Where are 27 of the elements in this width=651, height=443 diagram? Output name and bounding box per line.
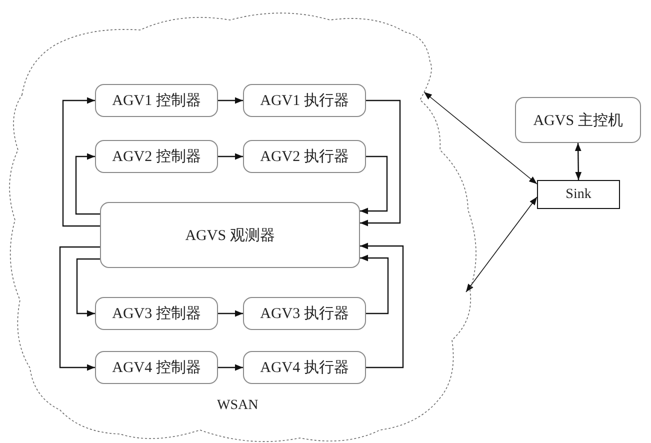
process-box: AGV4 执行器: [243, 351, 366, 384]
arrow: [62, 97, 100, 227]
arrow: [360, 242, 404, 368]
process-box: AGV1 控制器: [95, 84, 218, 117]
arrow: [75, 153, 100, 215]
process-box: AGV4 控制器: [95, 351, 218, 384]
arrow: [218, 364, 243, 371]
process-box: AGV2 控制器: [95, 140, 218, 173]
arrow: [218, 97, 243, 104]
arrow: [218, 153, 243, 160]
arrow: [360, 156, 388, 214]
arrow: [360, 100, 401, 226]
network-label: WSAN: [217, 398, 258, 414]
arrow: [360, 254, 389, 314]
process-box: AGV2 执行器: [243, 140, 366, 173]
arrow: [424, 92, 538, 184]
arrow: [59, 246, 100, 371]
sink-box: Sink: [537, 180, 620, 209]
arrow: [76, 258, 100, 317]
process-box: AGV1 执行器: [243, 84, 366, 117]
arrow: [218, 310, 243, 317]
process-box: AGVS 观测器: [100, 202, 360, 268]
arrow: [574, 143, 582, 180]
arrow: [466, 196, 538, 292]
process-box: AGVS 主控机: [515, 97, 641, 143]
process-box: AGV3 控制器: [95, 297, 218, 330]
process-box: AGV3 执行器: [243, 297, 366, 330]
